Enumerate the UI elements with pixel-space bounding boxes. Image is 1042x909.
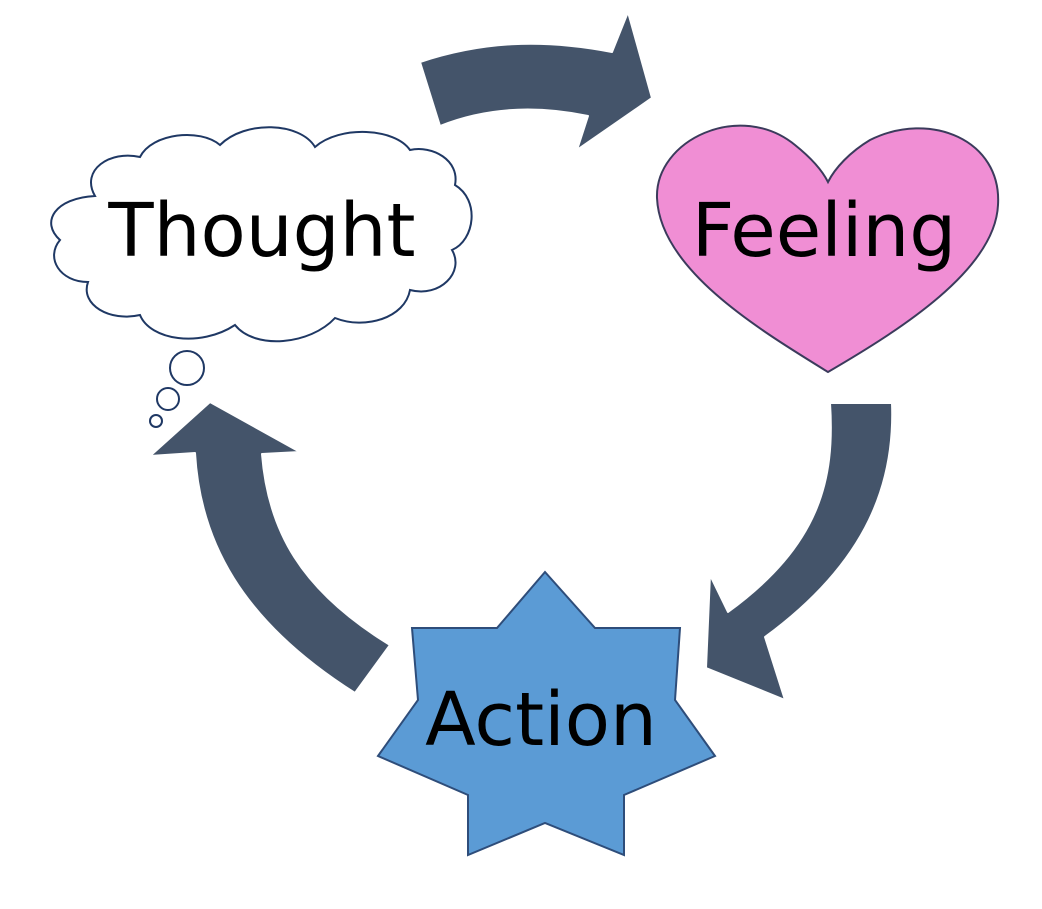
thought-bubble-small xyxy=(149,414,163,428)
action-label: Action xyxy=(425,677,657,763)
heart-shape xyxy=(655,124,1000,374)
thought-bubble-large xyxy=(169,350,205,386)
thought-label: Thought xyxy=(107,188,415,274)
arrow-feeling-to-action xyxy=(705,402,894,701)
seven-point-star-shape xyxy=(376,570,717,857)
arrow-thought-to-feeling xyxy=(419,11,653,151)
arrow-action-to-thought xyxy=(149,401,391,694)
feeling-label: Feeling xyxy=(692,188,957,274)
thought-cloud-shape xyxy=(50,126,473,343)
feeling-node: Feeling xyxy=(655,124,1000,374)
action-node: Action xyxy=(376,570,717,857)
thought-bubble-medium xyxy=(156,387,180,411)
thought-node: Thought xyxy=(50,126,473,428)
